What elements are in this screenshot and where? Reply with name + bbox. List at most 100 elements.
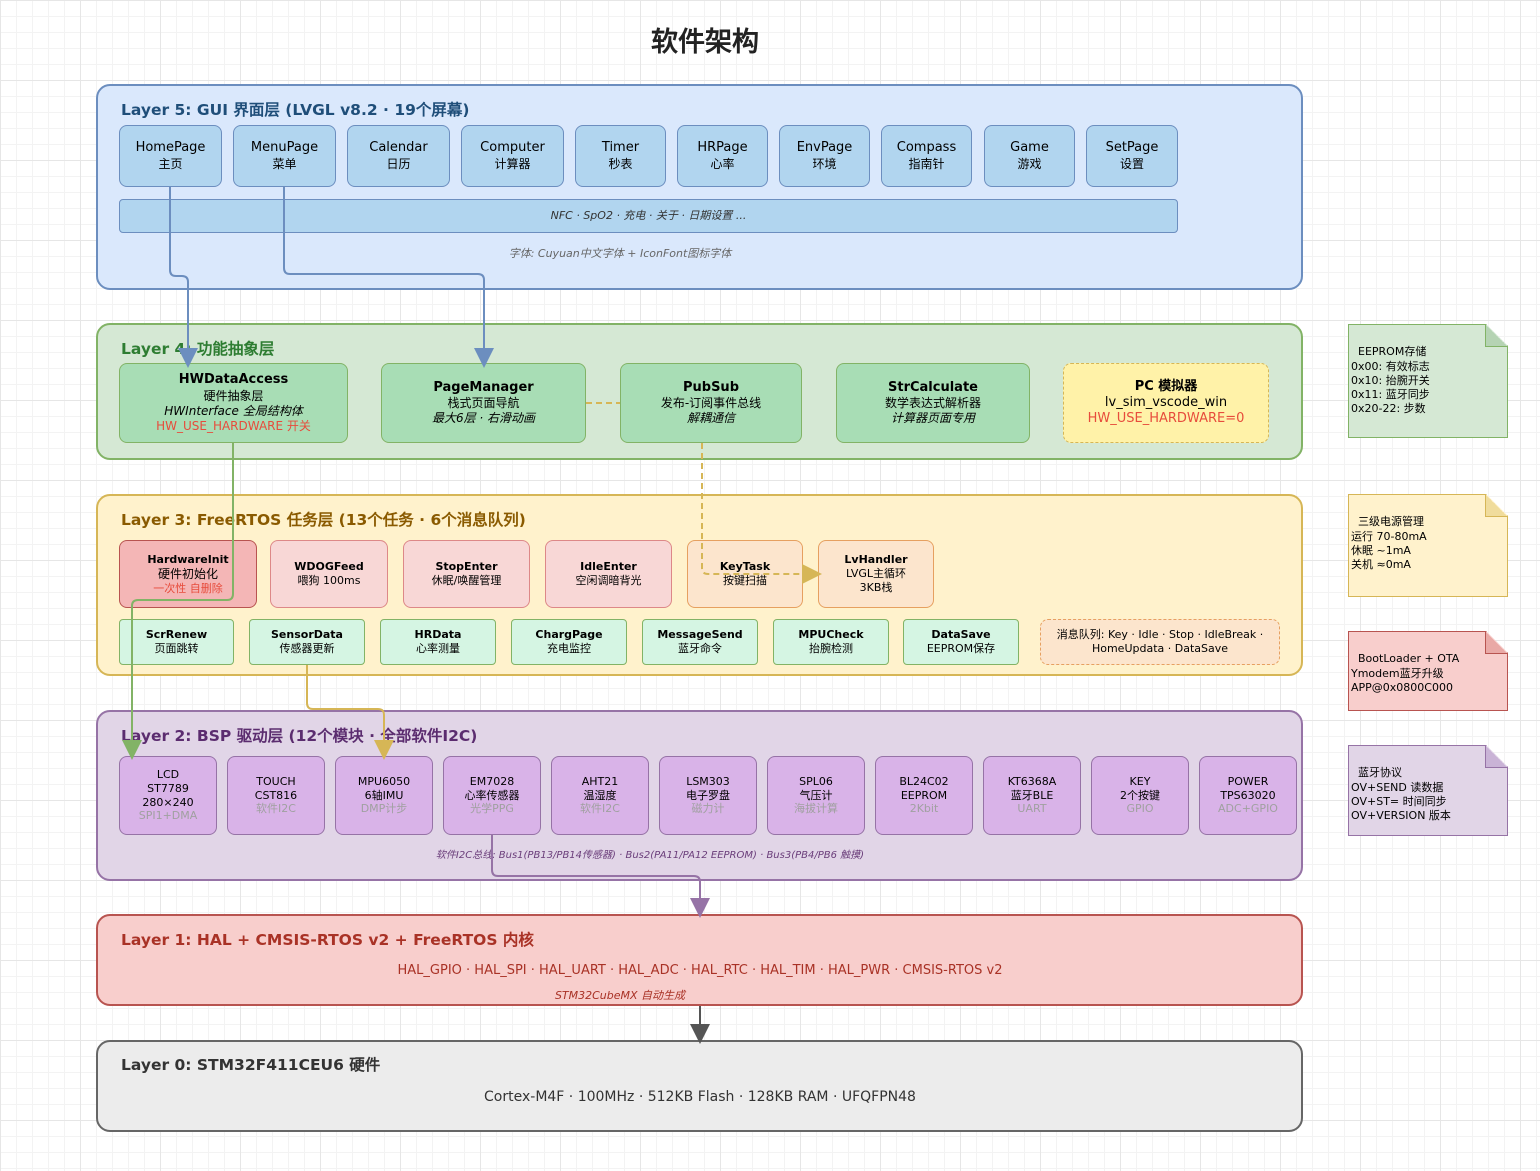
note-text: BootLoader + OTA Ymodem蓝牙升级 APP@0x0800C0… [1351, 652, 1460, 694]
gui-page-compass[interactable]: Compass 指南针 [881, 125, 972, 187]
note-fold-icon [1485, 632, 1507, 654]
driver-name: BL24C02 [899, 774, 949, 788]
driver-bus: SPI1+DMA [138, 809, 198, 823]
driver-touch[interactable]: TOUCH CST816 软件I2C [227, 756, 325, 835]
driver-bus: 光学PPG [470, 802, 514, 816]
task-name: HardwareInit [147, 552, 229, 566]
task-chargpage[interactable]: ChargPage 充电监控 [511, 619, 627, 665]
task-name: ScrRenew [145, 628, 208, 642]
note-fold-icon [1485, 325, 1507, 347]
note-bootloader: BootLoader + OTA Ymodem蓝牙升级 APP@0x0800C0… [1348, 631, 1508, 711]
page-sub: 设置 [1119, 156, 1144, 171]
task-datasave[interactable]: DataSave EEPROM保存 [903, 619, 1019, 665]
driver-desc: ST7789 [147, 781, 189, 795]
task-wdogfeed[interactable]: WDOGFeed 喂狗 100ms [270, 540, 388, 608]
module-flag: HW_USE_HARDWARE 开关 [156, 418, 311, 433]
task-hrdata[interactable]: HRData 心率测量 [380, 619, 496, 665]
gui-page-calendar[interactable]: Calendar 日历 [347, 125, 450, 187]
task-desc: LVGL主循环 [845, 567, 907, 581]
driver-kt6368a[interactable]: KT6368A 蓝牙BLE UART [983, 756, 1081, 835]
module-desc: 最大6层 · 右滑动画 [431, 411, 536, 426]
page-title: 软件架构 [651, 27, 759, 58]
task-desc: 传感器更新 [279, 642, 335, 655]
cubemx-note: STM32CubeMX 自动生成 [554, 989, 686, 1002]
driver-em7028[interactable]: EM7028 心率传感器 光学PPG [443, 756, 541, 835]
page-sub: 心率 [710, 156, 735, 171]
driver-aht21[interactable]: AHT21 温湿度 软件I2C [551, 756, 649, 835]
page-sub: 主页 [158, 156, 183, 171]
pagemanager-box[interactable]: PageManager 栈式页面导航 最大6层 · 右滑动画 [381, 363, 586, 443]
driver-lsm303[interactable]: LSM303 电子罗盘 磁力计 [659, 756, 757, 835]
task-desc: EEPROM保存 [926, 642, 996, 655]
module-desc: 计算器页面专用 [890, 411, 975, 426]
driver-desc: 280×240 [142, 795, 194, 809]
driver-power[interactable]: POWER TPS63020 ADC+GPIO [1199, 756, 1297, 835]
driver-name: LCD [156, 768, 180, 781]
task-keytask[interactable]: KeyTask 按键扫描 [687, 540, 803, 608]
gui-page-game[interactable]: Game 游戏 [984, 125, 1075, 187]
driver-bus: UART [1017, 802, 1047, 816]
task-name: SensorData [271, 628, 343, 642]
driver-mpu6050[interactable]: MPU6050 6轴IMU DMP计步 [335, 756, 433, 835]
module-name: HWDataAccess [178, 372, 289, 388]
module-name: PageManager [433, 379, 534, 395]
page-name: Calendar [369, 140, 428, 156]
layer5-title: Layer 5: GUI 界面层 (LVGL v8.2 · 19个屏幕) [121, 101, 470, 119]
task-desc: 硬件初始化 [157, 566, 218, 581]
driver-desc: CST816 [254, 788, 298, 802]
strcalculate-box[interactable]: StrCalculate 数学表达式解析器 计算器页面专用 [836, 363, 1030, 443]
driver-spl06[interactable]: SPL06 气压计 海拔计算 [767, 756, 865, 835]
page-name: HomePage [135, 140, 206, 156]
task-name: LvHandler [844, 553, 908, 567]
driver-bus: GPIO [1126, 802, 1154, 816]
module-name: PubSub [682, 379, 739, 395]
task-sensordata[interactable]: SensorData 传感器更新 [249, 619, 365, 665]
module-desc: 解耦通信 [686, 411, 735, 426]
page-name: Compass [896, 140, 957, 156]
driver-name: LSM303 [686, 774, 730, 788]
driver-name: MPU6050 [357, 774, 411, 788]
task-messagesend[interactable]: MessageSend 蓝牙命令 [642, 619, 758, 665]
gui-page-envpage[interactable]: EnvPage 环境 [779, 125, 870, 187]
task-desc: 充电监控 [547, 642, 591, 655]
queues-line: HomeUpdata · DataSave [1091, 642, 1229, 655]
gui-page-menupage[interactable]: MenuPage 菜单 [233, 125, 336, 187]
driver-desc: 蓝牙BLE [1010, 788, 1054, 802]
gui-page-hrpage[interactable]: HRPage 心率 [677, 125, 768, 187]
task-mpucheck[interactable]: MPUCheck 抬腕检测 [773, 619, 889, 665]
page-name: HRPage [697, 140, 748, 156]
note-text: 蓝牙协议 OV+SEND 读数据 OV+ST= 时间同步 OV+VERSION … [1351, 766, 1451, 823]
layer4-title: Layer 4: 功能抽象层 [121, 340, 275, 358]
driver-name: EM7028 [469, 774, 515, 788]
module-desc: lv_sim_vscode_win [1104, 394, 1228, 410]
driver-desc: 心率传感器 [464, 788, 520, 802]
task-desc: 空闲调暗背光 [575, 574, 642, 587]
task-lvhandler[interactable]: LvHandler LVGL主循环 3KB栈 [818, 540, 934, 608]
gui-page-setpage[interactable]: SetPage 设置 [1086, 125, 1178, 187]
note-text: EEPROM存储 0x00: 有效标志 0x10: 抬腕开关 0x11: 蓝牙同… [1351, 345, 1430, 416]
page-sub: 环境 [812, 156, 837, 171]
driver-name: TOUCH [256, 774, 296, 788]
note-ble-protocol: 蓝牙协议 OV+SEND 读数据 OV+ST= 时间同步 OV+VERSION … [1348, 745, 1508, 836]
driver-name: KT6368A [1007, 774, 1057, 788]
pc-simulator-box[interactable]: PC 模拟器 lv_sim_vscode_win HW_USE_HARDWARE… [1063, 363, 1269, 443]
task-idleenter[interactable]: IdleEnter 空闲调暗背光 [545, 540, 672, 608]
gui-page-computer[interactable]: Computer 计算器 [461, 125, 564, 187]
driver-bl24c02[interactable]: BL24C02 EEPROM 2Kbit [875, 756, 973, 835]
task-stopenter[interactable]: StopEnter 休眠/唤醒管理 [403, 540, 530, 608]
task-scrrenew[interactable]: ScrRenew 页面跳转 [119, 619, 234, 665]
task-desc: 蓝牙命令 [678, 642, 722, 655]
driver-desc: 电子罗盘 [686, 788, 730, 802]
driver-lcd[interactable]: LCD ST7789 280×240 SPI1+DMA [119, 756, 217, 835]
driver-key[interactable]: KEY 2个按键 GPIO [1091, 756, 1189, 835]
note-power: 三级电源管理 运行 70-80mA 休眠 ~1mA 关机 ≈0mA [1348, 494, 1508, 597]
driver-name: KEY [1129, 774, 1151, 788]
gui-page-homepage[interactable]: HomePage 主页 [119, 125, 222, 187]
driver-name: SPL06 [799, 774, 833, 788]
gui-page-timer[interactable]: Timer 秒表 [575, 125, 666, 187]
note-eeprom: EEPROM存储 0x00: 有效标志 0x10: 抬腕开关 0x11: 蓝牙同… [1348, 324, 1508, 438]
task-hardwareinit[interactable]: HardwareInit 硬件初始化 一次性 自删除 [119, 540, 257, 608]
module-name: StrCalculate [888, 379, 978, 395]
hwdataaccess-box[interactable]: HWDataAccess 硬件抽象层 HWInterface 全局结构体 HW_… [119, 363, 348, 443]
pubsub-box[interactable]: PubSub 发布-订阅事件总线 解耦通信 [620, 363, 802, 443]
